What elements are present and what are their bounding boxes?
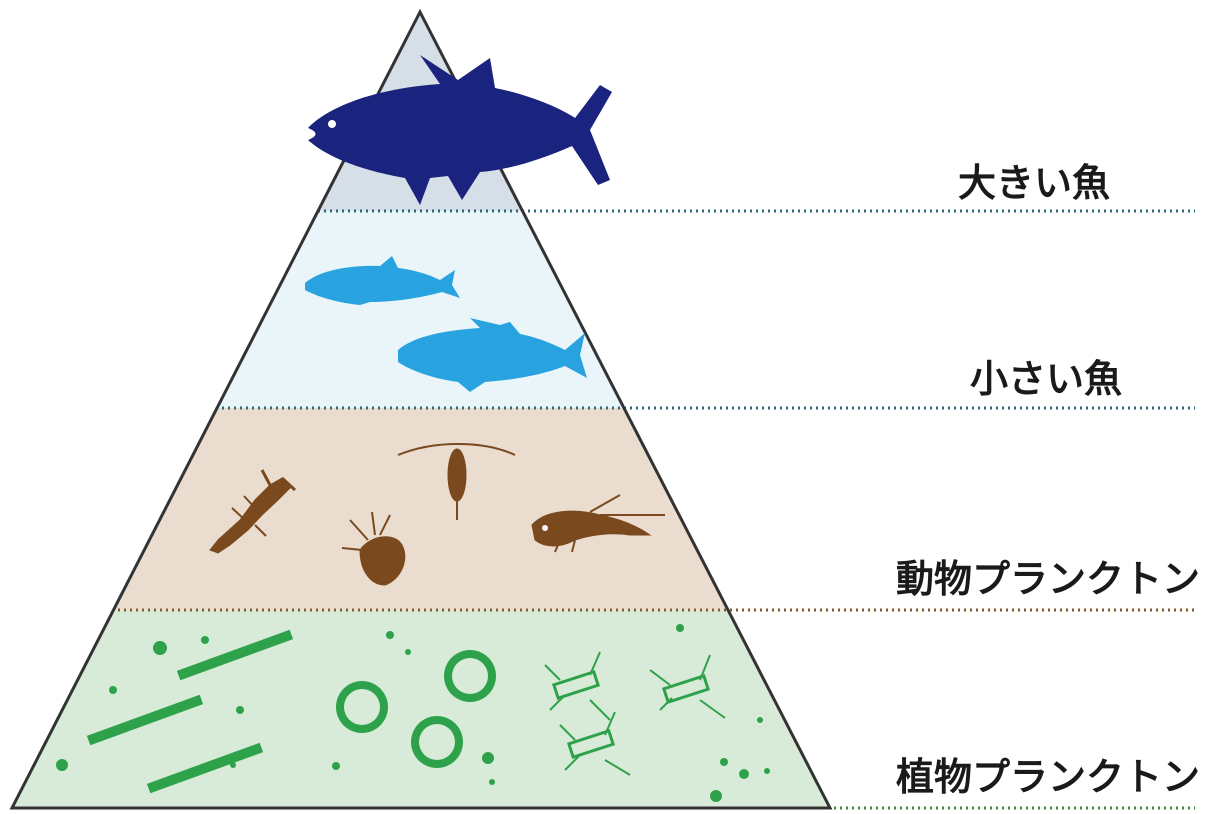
label-big-fish: 大きい魚 <box>958 161 1110 205</box>
label-small-fish: 小さい魚 <box>970 357 1122 401</box>
label-phytoplankton: 植物プランクトン <box>896 755 1200 799</box>
label-zooplankton: 動物プランクトン <box>896 557 1200 601</box>
